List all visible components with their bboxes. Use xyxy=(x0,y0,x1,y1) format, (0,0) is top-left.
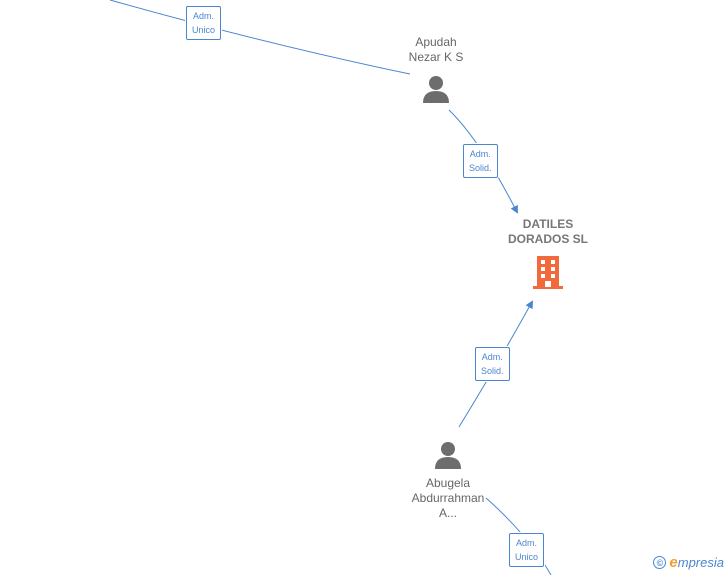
edge-label-line2: Unico xyxy=(192,25,216,35)
edge-label-line1: Adm. xyxy=(193,11,215,21)
empresia-watermark: © empresia xyxy=(653,554,724,571)
edge-label-line2: Unico xyxy=(515,552,539,562)
node-label-line1: DATILES xyxy=(522,217,574,231)
edge-label-bottom-offscreen[interactable]: Adm. Unico xyxy=(509,533,545,567)
edge-label-abugela-to-datiles[interactable]: Adm. Solid. xyxy=(475,347,510,381)
node-label-line2: Abdurrahman xyxy=(411,491,485,505)
edge-label-line2: Solid. xyxy=(469,163,492,173)
copyright-icon: © xyxy=(653,556,667,569)
person-icon xyxy=(386,74,486,104)
building-icon xyxy=(493,254,603,290)
node-label-line1: Apudah xyxy=(415,35,457,49)
brand-initial: e xyxy=(669,554,678,571)
edge-label-apudah-to-datiles[interactable]: Adm. Solid. xyxy=(463,144,498,178)
edge-label-line1: Adm. xyxy=(516,538,538,548)
node-label-line2: DORADOS SL xyxy=(507,232,588,246)
edge-label-line1: Adm. xyxy=(481,352,503,362)
node-label: DATILES DORADOS SL xyxy=(493,217,603,247)
node-company-datiles[interactable]: DATILES DORADOS SL xyxy=(493,217,603,290)
node-label: Abugela Abdurrahman A... xyxy=(398,476,498,521)
person-icon xyxy=(398,440,498,470)
edge-label-line2: Solid. xyxy=(481,366,504,376)
edge-label-line1: Adm. xyxy=(469,149,491,159)
node-person-apudah[interactable]: Apudah Nezar K S xyxy=(386,35,486,104)
node-person-abugela[interactable]: Abugela Abdurrahman A... xyxy=(398,440,498,521)
node-label: Apudah Nezar K S xyxy=(386,35,486,65)
node-label-line3: A... xyxy=(438,506,457,520)
edge-top-offscreen xyxy=(109,0,411,75)
node-label-line2: Nezar K S xyxy=(408,50,464,64)
brand-rest: mpresia xyxy=(677,555,724,570)
edge-label-top-offscreen[interactable]: Adm. Unico xyxy=(186,6,222,40)
node-label-line1: Abugela xyxy=(425,476,471,490)
brand-logo: empresia xyxy=(669,554,724,571)
